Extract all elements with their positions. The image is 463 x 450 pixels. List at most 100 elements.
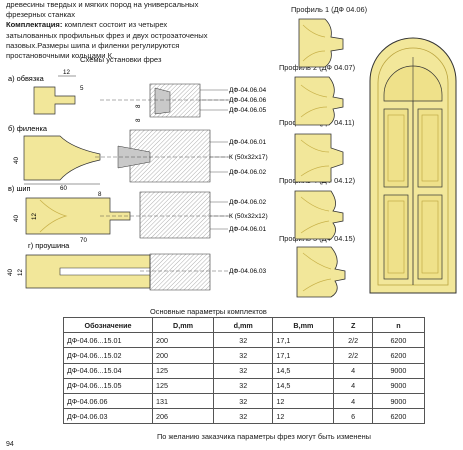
table-cell: ДФ-04.06.06 xyxy=(63,392,153,410)
scheme-a-label: а) обвязка xyxy=(8,74,45,83)
intro-line: простановочными кольцами К. xyxy=(6,51,115,61)
table-cell: ДФ-04.06.03 xyxy=(63,408,153,425)
table-cell: 125 xyxy=(151,362,215,379)
scheme-a-code-3: ДФ-04.06.05 xyxy=(229,107,267,114)
intro-text: древесины твердых и мягких пород на унив… xyxy=(6,0,296,61)
intro-line: пазовых.Размеры шипа и филенки регулирую… xyxy=(6,40,180,50)
table-cell: ДФ-04.06...15.04 xyxy=(63,362,153,379)
table-cell: 32 xyxy=(213,362,274,379)
profile-1-label: Профиль 1 (ДФ 04.06) xyxy=(291,5,368,14)
scheme-a: а) обвязка 12 5 8 8 ДФ-04.06.04 ДФ-04.06… xyxy=(8,69,267,122)
dim-a-8: 8 xyxy=(135,104,142,108)
profiles-drawing xyxy=(294,18,346,298)
table-cell: 131 xyxy=(151,392,215,410)
col-header: Z xyxy=(333,316,373,334)
scheme-b: б) филенка 40 60 ДФ-04.06.01 К (50x32x17… xyxy=(8,124,268,192)
table-cell: 9000 xyxy=(371,377,426,394)
scheme-v-workpiece xyxy=(25,197,131,235)
table-cell: 6200 xyxy=(371,347,426,364)
profile-3-shape xyxy=(294,133,344,183)
schemes-drawing: а) обвязка 12 5 8 8 ДФ-04.06.04 ДФ-04.06… xyxy=(7,69,268,291)
col-header: n xyxy=(371,316,426,334)
intro-line: затылованных профильных фрез и двух остр… xyxy=(6,30,208,40)
scheme-a-code-1: ДФ-04.06.04 xyxy=(229,87,267,94)
table-cell: 12 xyxy=(272,392,335,410)
scheme-a-workpiece xyxy=(33,86,76,115)
table-cell: 12 xyxy=(272,408,335,425)
table-cell: 206 xyxy=(151,408,215,425)
table-cell: 9000 xyxy=(371,392,426,410)
table-cell: ДФ-04.06...15.01 xyxy=(63,332,153,349)
dim-g-12: 12 xyxy=(17,269,24,276)
scheme-a-code-2: ДФ-04.06.06 xyxy=(229,97,267,104)
table-cell: 6200 xyxy=(371,408,426,425)
profile-5-shape xyxy=(296,246,346,298)
kit-label: Комплектация: xyxy=(6,20,63,30)
table-cell: 14,5 xyxy=(272,377,335,394)
table-cell: 17,1 xyxy=(272,332,335,349)
table-cell: 32 xyxy=(213,392,274,410)
scheme-v-label: в) шип xyxy=(8,184,31,193)
profile-1-shape xyxy=(298,18,344,68)
dim-a-5: 5 xyxy=(80,85,84,92)
table-cell: 32 xyxy=(213,347,274,364)
col-header: B,mm xyxy=(272,316,335,334)
scheme-g-label: г) проушина xyxy=(28,241,70,250)
table-cell: 32 xyxy=(213,377,274,394)
schemes-title: Схемы установки фрез xyxy=(80,55,162,64)
page-number: 94 xyxy=(6,441,14,448)
dim-v-8: 8 xyxy=(98,191,102,198)
dim-v-40: 40 xyxy=(13,215,20,222)
dim-a-12: 12 xyxy=(63,69,70,76)
door-illustration xyxy=(369,37,457,294)
table-title: Основные параметры комплектов xyxy=(150,307,267,316)
table-cell: 2/2 xyxy=(333,347,373,364)
profile-2-label: Профиль 2 (ДФ 04.07) xyxy=(279,63,356,72)
dim-v-12: 12 xyxy=(31,213,38,220)
profile-4-shape xyxy=(294,190,344,240)
scheme-v-cutter xyxy=(139,191,211,239)
scheme-b-code-3: ДФ-04.06.02 xyxy=(229,169,267,176)
scheme-b-label: б) филенка xyxy=(8,124,48,133)
scheme-v-code-2: К (50x32x12) xyxy=(229,213,268,220)
dim-v-70: 70 xyxy=(80,237,87,244)
dim-b-40: 40 xyxy=(13,157,20,164)
col-header: D,mm xyxy=(151,316,215,334)
scheme-g: г) проушина 40 12 ДФ-04.06.03 xyxy=(7,241,267,291)
table-cell: 4 xyxy=(333,377,373,394)
table-cell: 200 xyxy=(151,347,215,364)
intro-line: фрезерных станках xyxy=(6,10,76,20)
dim-b-60: 60 xyxy=(60,185,67,192)
kit-text: комплект состоит из четырех xyxy=(62,20,168,30)
footnote: По желанию заказчика параметры фрез могу… xyxy=(157,432,371,441)
scheme-b-code-1: ДФ-04.06.01 xyxy=(229,139,267,146)
scheme-v-code-3: ДФ-04.06.01 xyxy=(229,226,267,233)
table-cell: ДФ-04.06...15.02 xyxy=(63,347,153,364)
intro-line: Комплектация: комплект состоит из четыре… xyxy=(6,20,296,30)
table-cell: 2/2 xyxy=(333,332,373,349)
parameters-table: Обозначение D,mm d,mm B,mm Z n ДФ-04.06.… xyxy=(63,316,426,425)
table-cell: ДФ-04.06...15.05 xyxy=(63,377,153,394)
table-cell: 4 xyxy=(333,392,373,410)
table-cell: 32 xyxy=(213,408,274,425)
table-cell: 32 xyxy=(213,332,274,349)
scheme-b-code-2: К (50x32x17) xyxy=(229,154,268,161)
table-cell: 9000 xyxy=(371,362,426,379)
scheme-v-code-1: ДФ-04.06.02 xyxy=(229,199,267,206)
col-header: d,mm xyxy=(213,316,274,334)
table-header-row: Обозначение D,mm d,mm B,mm Z n xyxy=(63,316,426,334)
scheme-b-workpiece xyxy=(23,135,101,181)
col-header: Обозначение xyxy=(63,316,153,334)
scheme-g-cutter xyxy=(149,253,211,291)
table-cell: 200 xyxy=(151,332,215,349)
table-cell: 4 xyxy=(333,362,373,379)
table-cell: 14,5 xyxy=(272,362,335,379)
table-cell: 6200 xyxy=(371,332,426,349)
profile-2-shape xyxy=(294,76,344,126)
